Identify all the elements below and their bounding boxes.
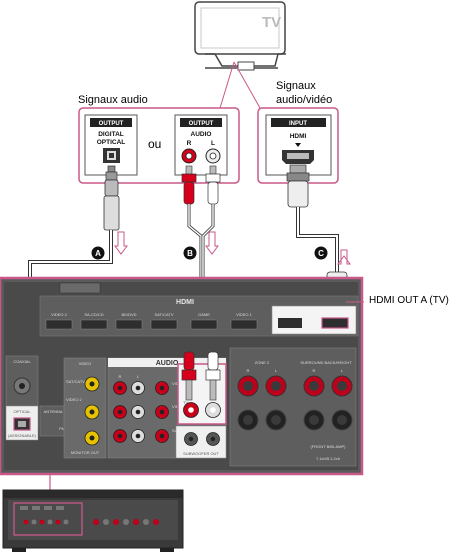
hdmi-port-row: VIDEO 2 SA-CD/CD BD/DVD SAT/CATV GAME VI… [45,312,258,330]
audio-section-label: AUDIO [156,360,179,367]
receiver-thumbnail [2,489,184,552]
optical-port-label: OPTICAL [13,409,31,414]
tv-label: TV [262,14,281,31]
receiver-rear-panel: HDMI VIDEO 2 SA-CD/CD BD/DVD SAT/CATV GA… [0,276,364,476]
hdmi-input-box: INPUT HDMI [265,114,332,176]
hdmi-section-label: HDMI [176,299,194,306]
optical-output-box: OUTPUT DIGITAL OPTICAL [84,114,138,176]
svg-text:R: R [313,368,316,373]
svg-text:L: L [275,368,278,373]
zone2-label: ZONE 2 [255,360,270,365]
svg-text:SAT/CATV: SAT/CATV [155,312,174,317]
subwoofer-out-label: SUBWOOFER OUT [183,451,219,456]
or-connector-label: ou [148,137,162,151]
av-signals-label-line2: audio/vidéo [276,94,333,106]
cable-marker-c: C [314,246,328,260]
svg-text:C: C [318,249,324,258]
svg-text:GAME: GAME [198,312,210,317]
optical-box-line2: OPTICAL [97,139,126,146]
svg-text:A: A [95,249,101,258]
svg-text:BD/DVD: BD/DVD [121,312,136,317]
video-jacks [84,376,100,446]
fm-label: FM [59,426,65,431]
av-signals-label-line1: Signaux [276,80,316,92]
analog-box-right: R [187,140,192,147]
audio-jacks [113,381,169,443]
analog-box-line1: AUDIO [191,131,212,138]
svg-text:R: R [119,374,122,379]
svg-text:L: L [137,374,140,379]
hdmi-out-a-label: HDMI OUT A (TV) [369,295,449,306]
svg-text:SAT/CATV: SAT/CATV [66,379,85,384]
hdmi-box-header: INPUT [289,121,307,127]
svg-text:R: R [247,368,250,373]
optical-box-line1: DIGITAL [98,131,124,138]
video-section-label: VIDEO [79,361,91,366]
svg-text:(ASSIGNABLE): (ASSIGNABLE) [8,433,37,438]
analog-output-box: OUTPUT AUDIO R L [174,114,228,176]
front-bi-amp-label: (FRONT B/BI-AMP) [310,444,346,449]
direction-arrows [114,231,351,265]
analog-cable-receiver-plugs [181,351,221,401]
optical-box-header: OUTPUT [99,121,124,127]
svg-text:L: L [341,368,344,373]
svg-text:TV: TV [183,400,188,405]
tv-illustration: TV [194,1,286,71]
monitor-out-label: MONITOR OUT [71,450,100,455]
surround-back-label: SURROUND BACK/HEIGHT [300,360,352,365]
cable-marker-a: A [91,246,105,260]
cable-marker-b: B [183,246,197,260]
audio-signals-label: Signaux audio [78,94,148,106]
speaker-terminals [237,375,353,431]
analog-box-header: OUTPUT [189,121,214,127]
antenna-label: ANTENNA [43,409,62,414]
svg-text:VIDEO 2: VIDEO 2 [51,312,68,317]
svg-text:VIDEO 2: VIDEO 2 [66,397,83,402]
analog-box-left: L [211,140,215,147]
svg-text:B: B [187,249,193,258]
svg-text:SA-CD/CD: SA-CD/CD [84,312,103,317]
coaxial-label: COAXIAL [13,359,31,364]
hdmi-box-line1: HDMI [290,133,307,140]
svg-text:VIDEO 1: VIDEO 1 [236,312,253,317]
speaker-config-label: 7.1ch/5.1.2ch [316,456,340,461]
